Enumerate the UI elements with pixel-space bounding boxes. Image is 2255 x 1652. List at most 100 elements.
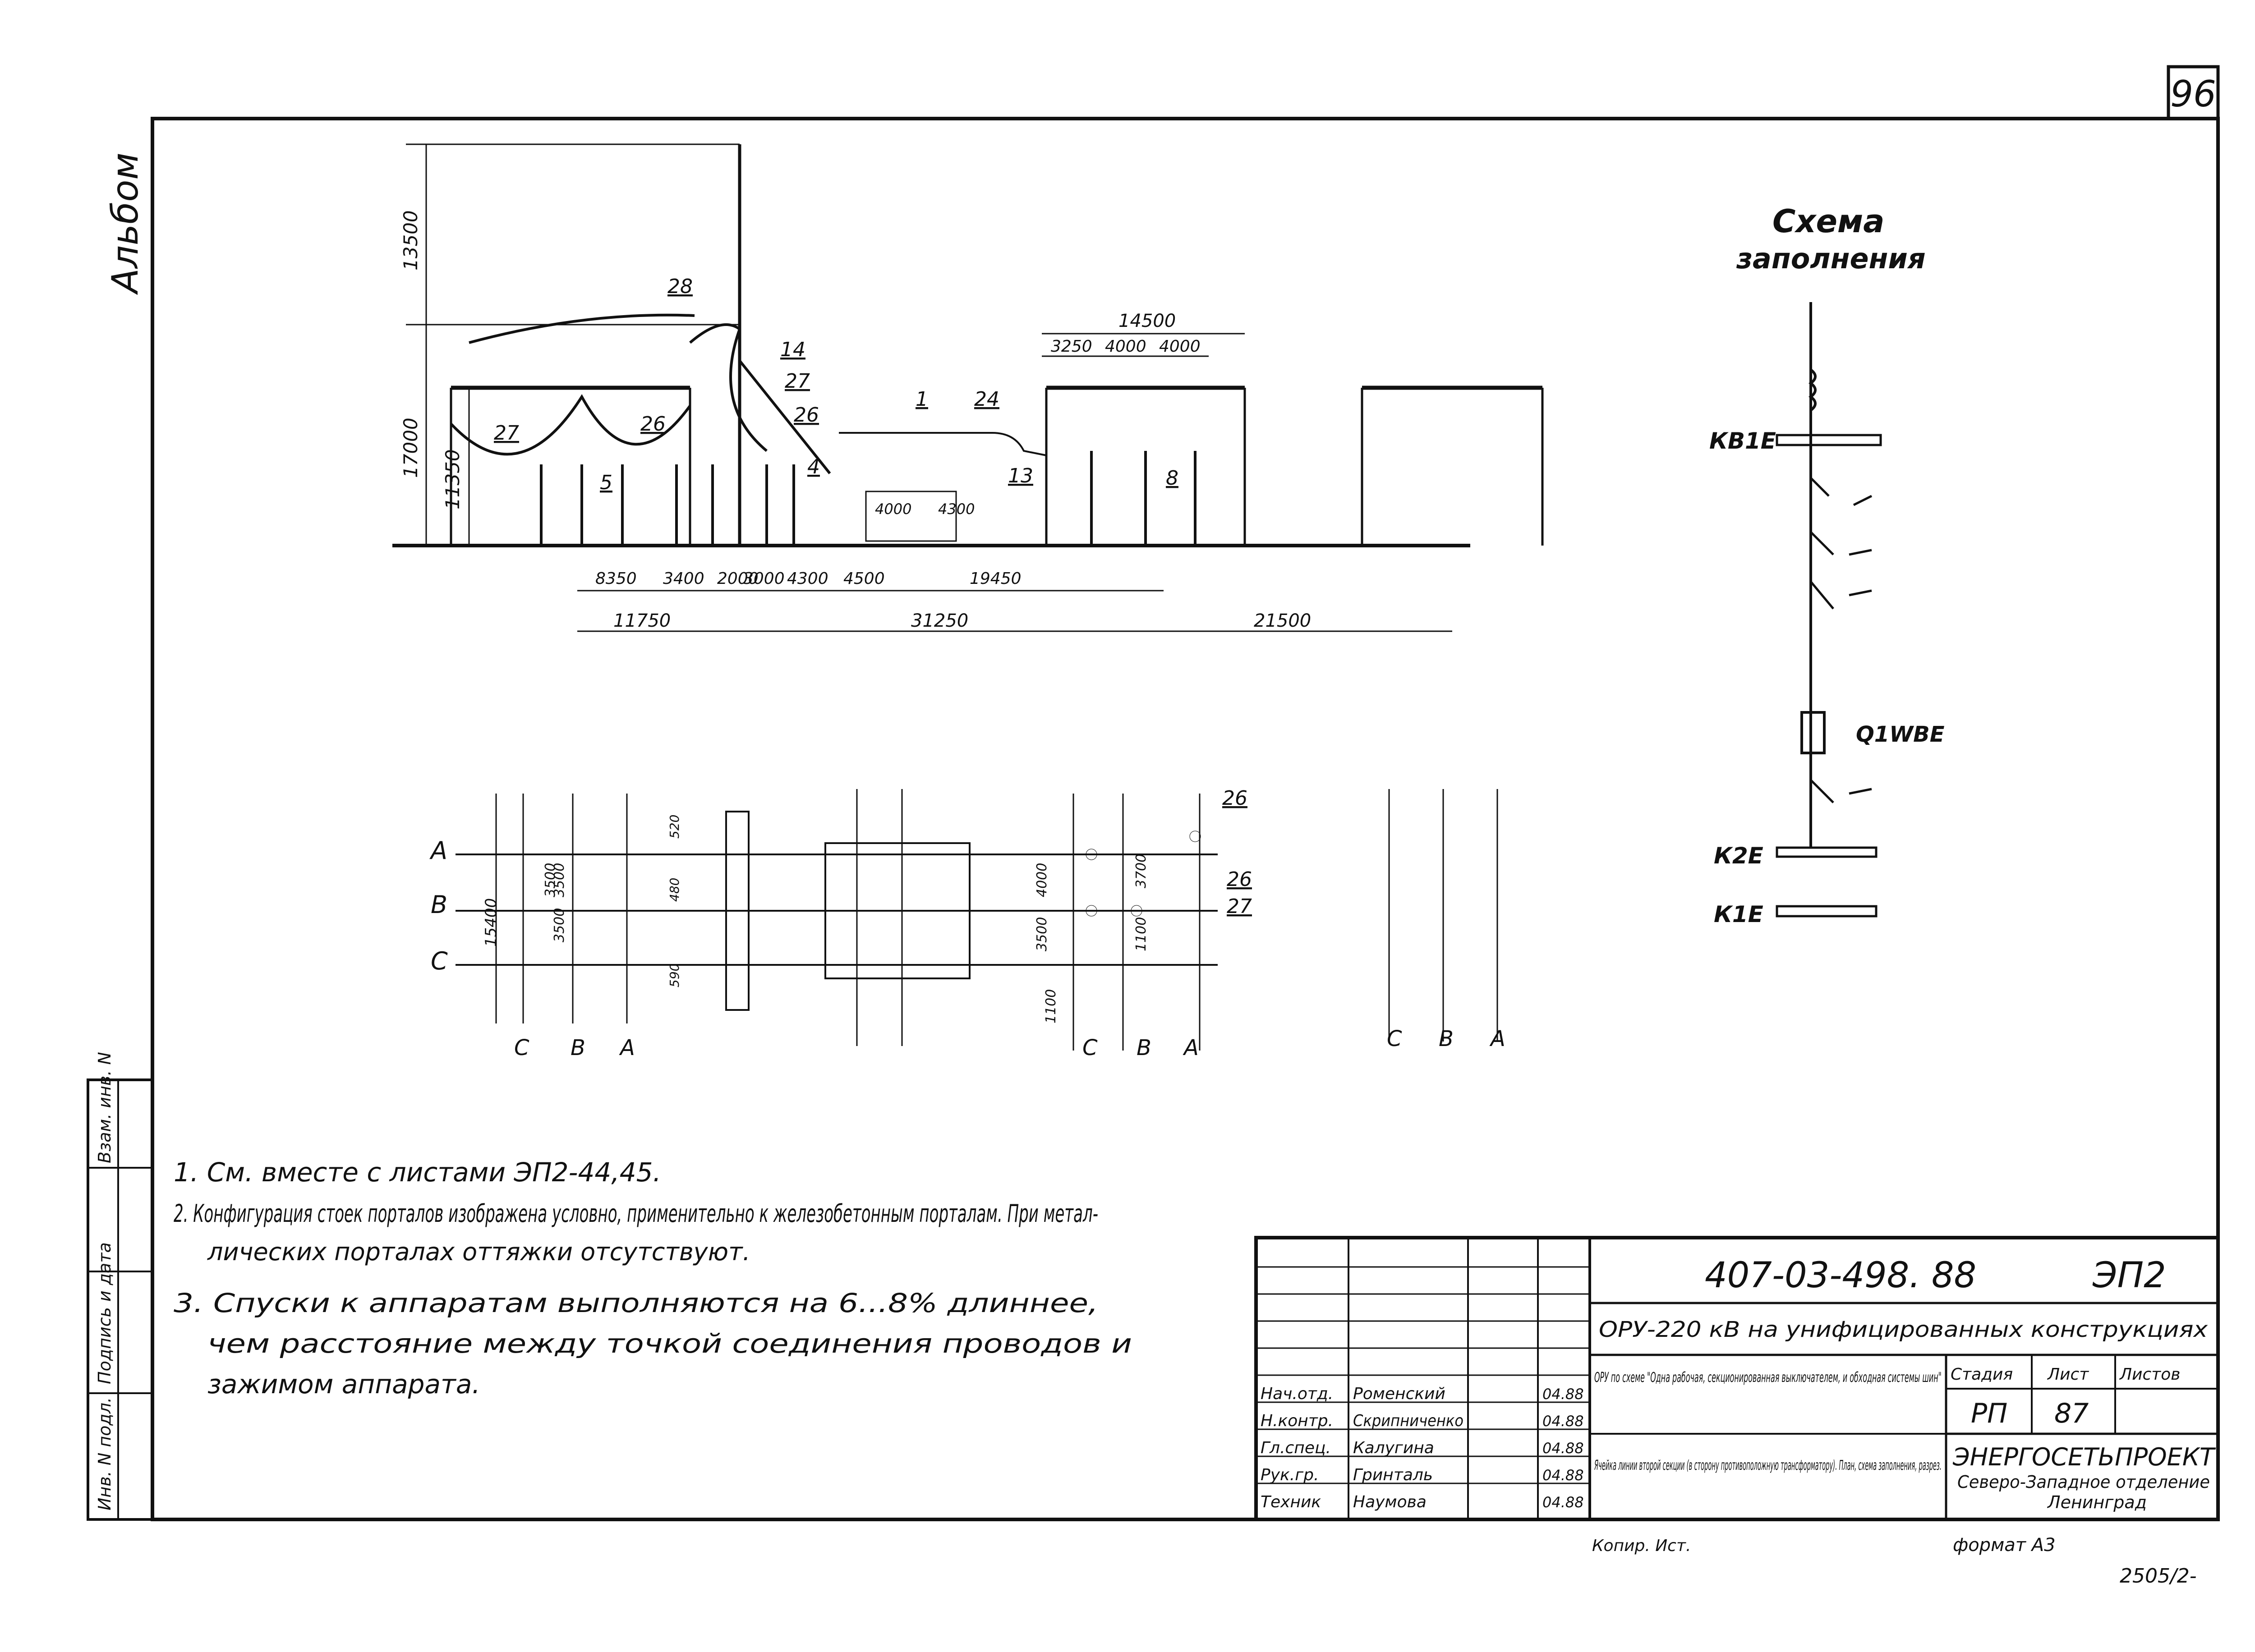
dim-height-2: 17000	[400, 418, 422, 478]
sheet-mark: ЭП2	[2092, 1255, 2166, 1296]
page-number: 96	[2170, 73, 2216, 115]
note-2-cont: лических порталах оттяжки отсутствуют.	[207, 1238, 750, 1266]
page-number-box: 96	[2167, 65, 2220, 120]
plan-callout-27: 27	[1227, 895, 1252, 918]
plan-dim-6: 480	[667, 878, 682, 902]
dim-bottom-3: 2000	[717, 569, 759, 588]
handwritten-ref: 2505/2-	[2120, 1565, 2197, 1588]
sheet-value: 87	[2054, 1398, 2089, 1429]
format-label: формат А3	[1953, 1535, 2056, 1556]
callout-28: 28	[667, 275, 693, 298]
plan-dim-8: 4000	[1034, 863, 1050, 897]
callout-8: 8	[1166, 467, 1178, 490]
schema-label-k1e: К1Е	[1714, 901, 1763, 927]
album-label: Альбом	[104, 152, 146, 295]
note-3: 3. Спуски к аппаратам выполняются на 6..…	[174, 1288, 1098, 1318]
note-3-cont2: зажимом аппарата.	[207, 1369, 480, 1400]
plan-dim-3: 3500	[552, 863, 567, 897]
staff-date-4: 04.88	[1542, 1467, 1584, 1484]
staff-name-5: Наумова	[1353, 1493, 1427, 1511]
dim-top-2: 3250	[1051, 337, 1092, 356]
plan-callout-26b: 26	[1227, 868, 1252, 891]
callout-13: 13	[1008, 464, 1033, 487]
dim-top-1: 14500	[1118, 311, 1176, 331]
staff-name-3: Калугина	[1353, 1439, 1434, 1457]
org-city: Ленинград	[2047, 1492, 2147, 1512]
dim-top-4: 4000	[1159, 337, 1201, 356]
plan-dim-4: 3500	[552, 908, 567, 942]
dim-height-3: 11350	[442, 449, 464, 509]
stage-value: РП	[1971, 1398, 2007, 1429]
staff-role-1: Нач.отд.	[1261, 1385, 1333, 1403]
stage-label: Стадия	[1951, 1365, 2013, 1384]
dim-inner-2: 4300	[938, 500, 975, 518]
dim-top-3: 4000	[1105, 337, 1146, 356]
phase-bottom-2-c: C	[1082, 1035, 1098, 1060]
org-name: ЭНЕРГОСЕТЬПРОЕКТ	[1952, 1443, 2216, 1471]
section-view: 13500 17000 11350 14500 3250 4000 4000 8…	[392, 143, 1544, 632]
callout-26a: 26	[794, 404, 819, 427]
doc-subtitle: ОРУ-220 кВ на унифицированных конструкци…	[1599, 1317, 2208, 1342]
left-strip: Взам. инв. N Подпись и дата Инв. N подл.	[87, 1052, 154, 1521]
staff-role-2: Н.контр.	[1261, 1412, 1333, 1430]
staff-name-2: Скрипниченко	[1353, 1412, 1463, 1430]
plan-dim-12: 1100	[1043, 989, 1059, 1023]
plan-dim-10: 3700	[1133, 854, 1149, 888]
title-block: Нач.отд. Роменский 04.88 Н.контр. Скрипн…	[1254, 1236, 2220, 1521]
plan-view: A B C C B A C B A C B A 15400 3500 3500 …	[429, 787, 1505, 1060]
callout-27b: 27	[494, 422, 519, 445]
schema-title-1: Схема	[1772, 203, 1884, 240]
schema-title-2: заполнения	[1736, 242, 1926, 275]
vzam-inv-label: Взам. инв. N	[95, 1052, 115, 1163]
note-1: 1. См. вместе с листами ЭП2-44,45.	[174, 1157, 661, 1188]
schema-label-k2e: К2Е	[1714, 843, 1763, 869]
plan-dim-2: 3500	[543, 863, 558, 897]
staff-role-5: Техник	[1261, 1493, 1321, 1511]
dim-bottom-row2-1: 11750	[613, 610, 671, 631]
dim-inner-1: 4000	[875, 500, 911, 518]
plan-dim-5: 520	[667, 815, 682, 839]
notes-block: 1. См. вместе с листами ЭП2-44,45. 2. Ко…	[174, 1157, 1132, 1400]
dim-bottom-row2-3: 21500	[1254, 610, 1311, 631]
sign-date-label: Подпись и дата	[95, 1242, 115, 1384]
plan-dim-7: 590	[667, 964, 682, 987]
dim-height-1: 13500	[400, 210, 422, 271]
copied-label: Копир. Ист.	[1592, 1537, 1691, 1555]
phase-bottom-1-b: B	[571, 1035, 585, 1060]
inv-podl-label: Инв. N подл.	[95, 1397, 115, 1510]
doc-description: ОРУ по схеме "Одна рабочая, секционирова…	[1594, 1370, 1942, 1386]
doc-code: 407-03-498. 88	[1705, 1255, 1976, 1296]
schema-label-q1wbe: Q1WBE	[1856, 722, 1945, 747]
staff-date-2: 04.88	[1542, 1413, 1584, 1430]
dim-bottom-6: 4500	[843, 569, 885, 588]
staff-role-3: Гл.спец.	[1261, 1439, 1331, 1457]
dim-bottom-5: 4300	[787, 569, 828, 588]
callout-5: 5	[600, 471, 612, 494]
phase-bottom-1-a: A	[619, 1035, 635, 1060]
sheet-label: Лист	[2047, 1365, 2089, 1384]
org-branch: Северо-Западное отделение	[1957, 1472, 2210, 1492]
plan-callout-26a: 26	[1222, 787, 1247, 810]
dim-bottom-row2-2: 31250	[911, 610, 968, 631]
phase-bottom-2-b: B	[1137, 1035, 1151, 1060]
callout-27a: 27	[785, 370, 810, 393]
phase-bottom-3-c: C	[1387, 1026, 1402, 1051]
dim-bottom-1: 8350	[595, 569, 637, 588]
note-3-cont: чем расстояние между точкой соединения п…	[207, 1328, 1132, 1359]
sheets-label: Листов	[2119, 1365, 2180, 1384]
callout-14: 14	[780, 338, 805, 361]
plan-dim-1: 15400	[482, 898, 500, 947]
callout-1: 1	[916, 388, 928, 411]
sheet-frame	[151, 117, 2220, 1521]
staff-role-4: Рук.гр.	[1261, 1466, 1319, 1484]
callout-26b: 26	[640, 413, 666, 436]
phase-bottom-3-a: A	[1489, 1026, 1505, 1051]
phase-left-b: B	[431, 890, 447, 919]
dim-bottom-7: 19450	[970, 569, 1022, 588]
filling-schema: Схема заполнения КВ1Е Q1WBE К2Е К1Е	[1709, 203, 1945, 927]
doc-description-2: Ячейка линии второй секции (в сторону пр…	[1594, 1458, 1942, 1473]
phase-bottom-3-b: B	[1439, 1026, 1454, 1051]
staff-date-1: 04.88	[1542, 1386, 1584, 1403]
callout-4: 4	[807, 455, 820, 478]
